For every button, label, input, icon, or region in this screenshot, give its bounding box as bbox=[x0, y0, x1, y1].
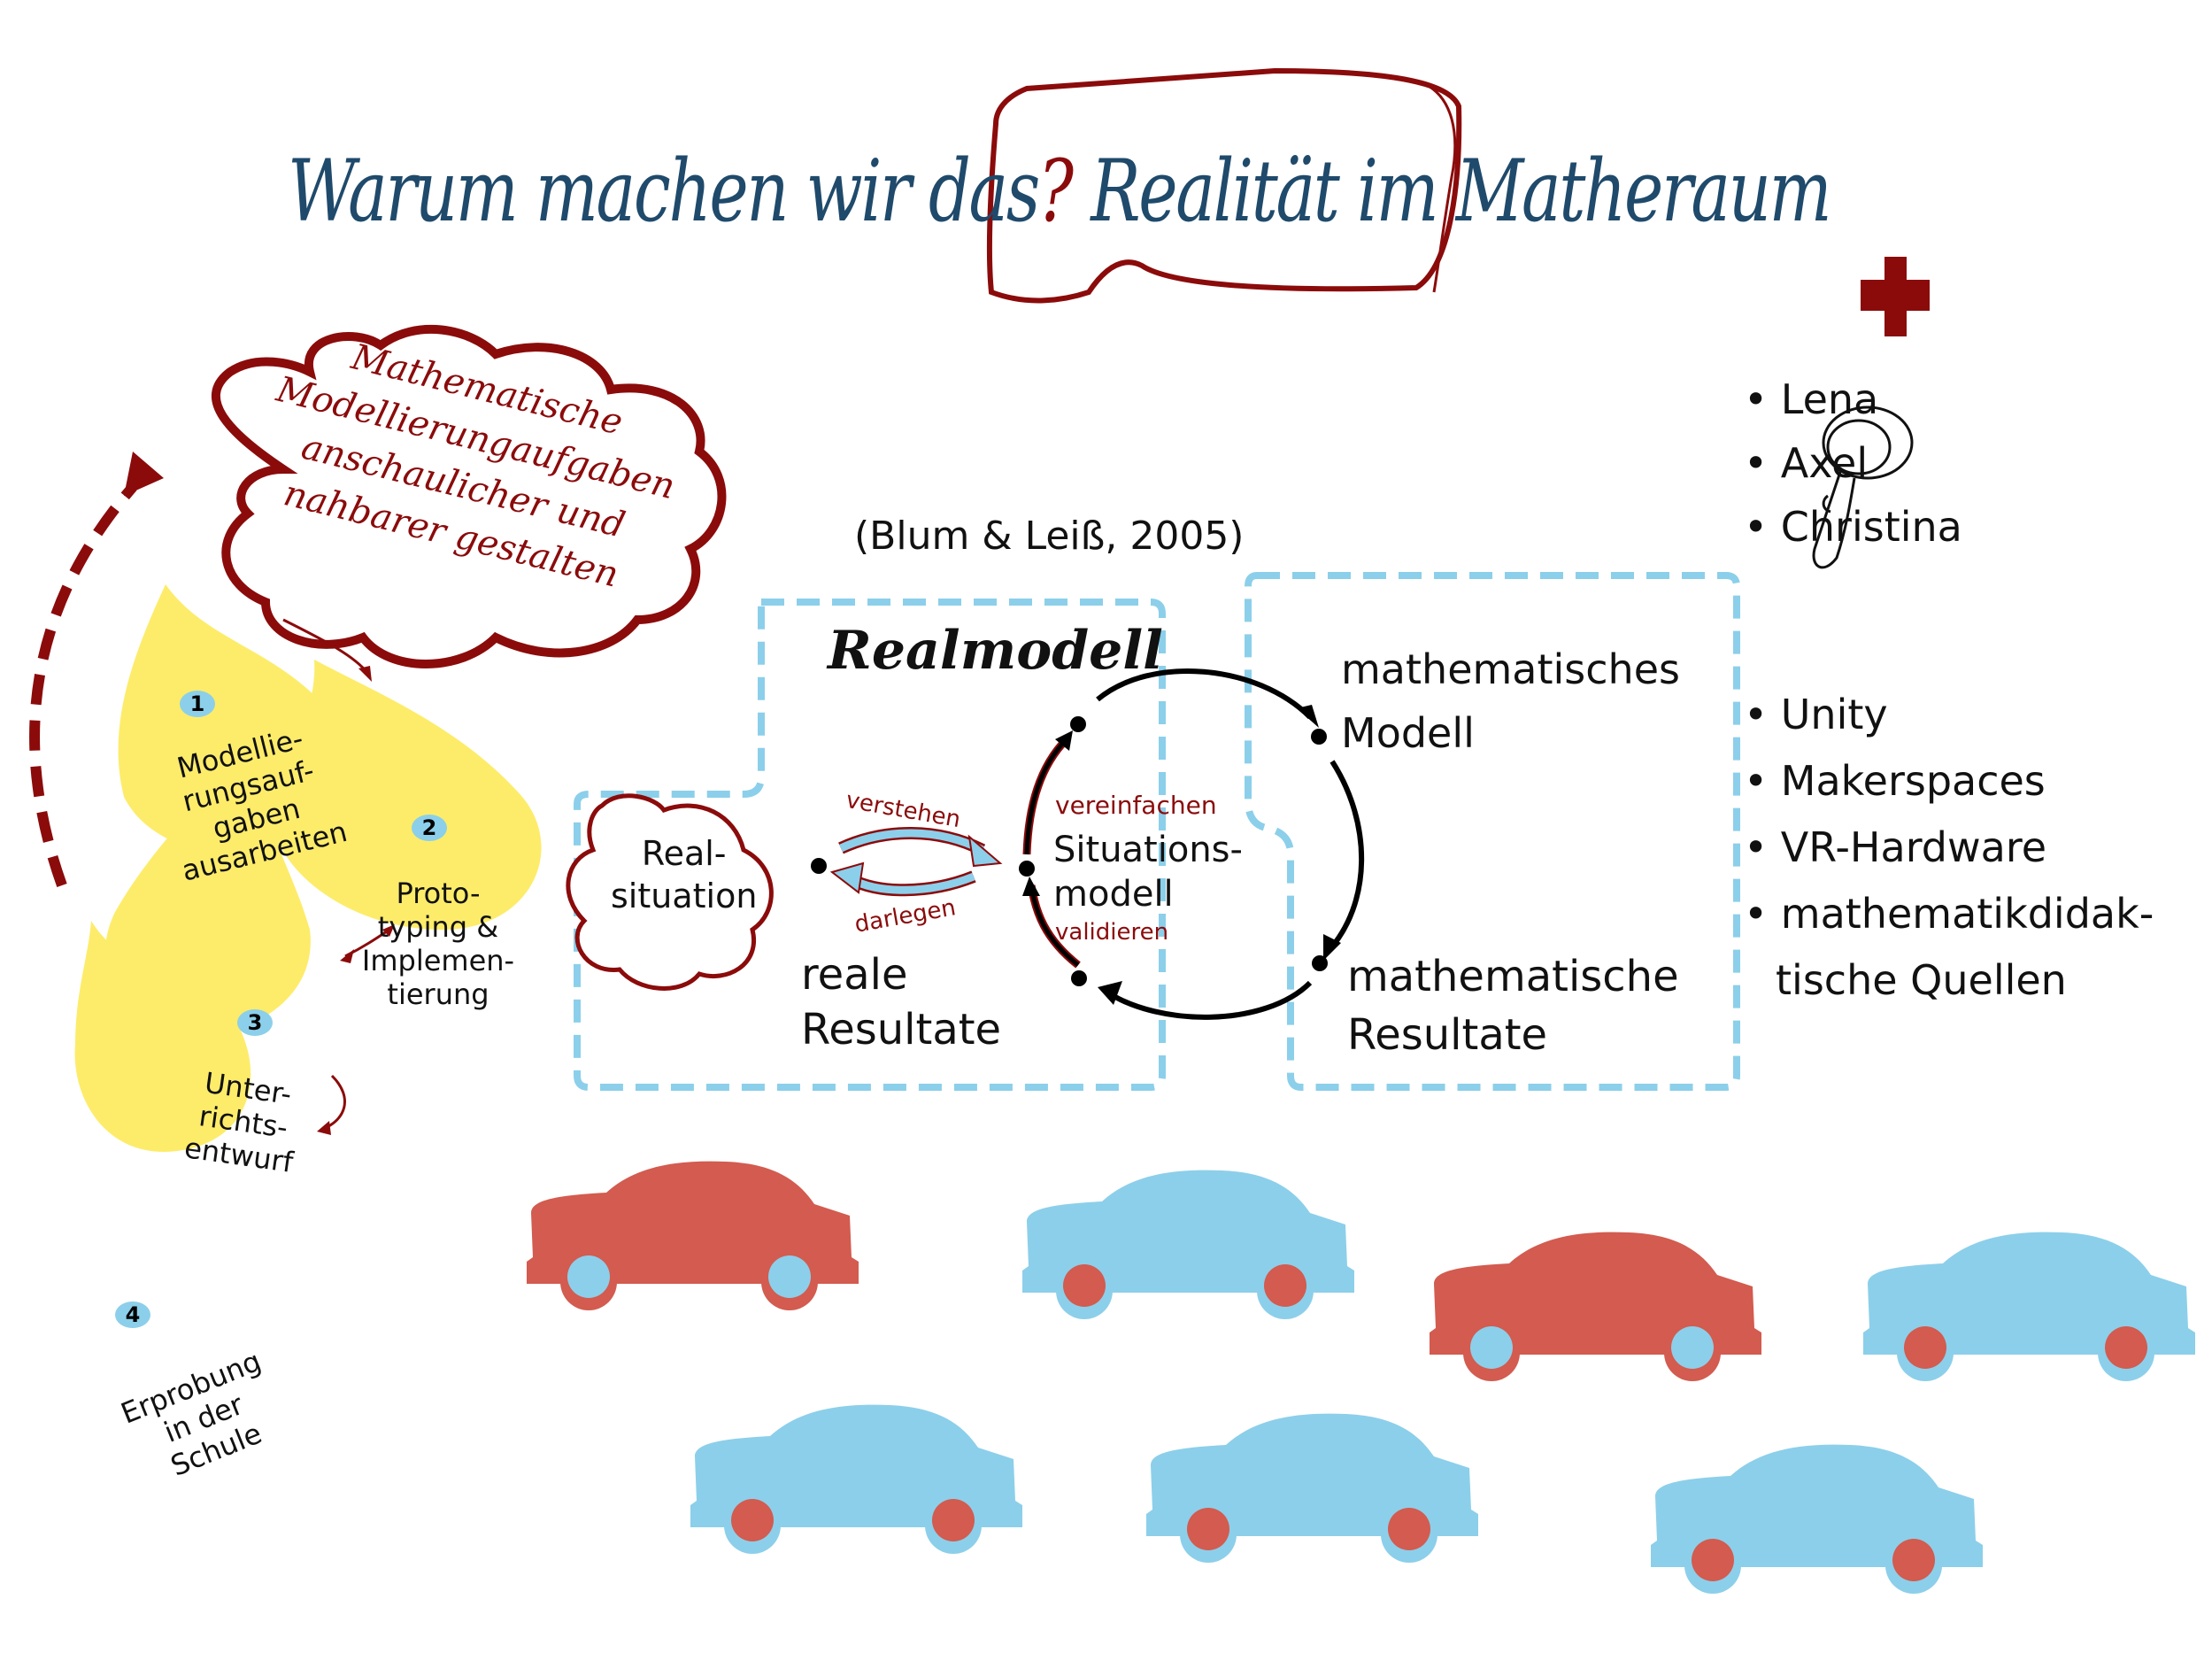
label-line: mathematische bbox=[1347, 952, 1679, 1001]
math-world-region bbox=[1245, 572, 1740, 1091]
realsituation-label: Real- situation bbox=[611, 832, 757, 917]
cycle-arrow bbox=[29, 483, 137, 888]
label-line: Modell bbox=[1341, 709, 1475, 757]
step-line: tierung bbox=[387, 977, 489, 1011]
validate-label: validieren bbox=[1055, 919, 1169, 946]
title-highlight: das bbox=[928, 142, 1040, 241]
wheel bbox=[1671, 1326, 1714, 1369]
wheel bbox=[768, 1255, 811, 1298]
math-modell-label: mathematisches Modell bbox=[1341, 637, 1680, 765]
step-line: typing & bbox=[377, 910, 499, 944]
step-3-number: 3 bbox=[237, 1009, 273, 1036]
resources-list: • Unity • Makerspaces • VR-Hardware • ma… bbox=[1744, 682, 2154, 1014]
wheel bbox=[1892, 1539, 1935, 1581]
situationsmodell-label: Situations- modell bbox=[1053, 828, 1243, 916]
drop-step-3 bbox=[104, 748, 311, 1036]
real-world-region bbox=[574, 599, 1166, 1091]
label-line: Situations- bbox=[1053, 830, 1243, 870]
step-2-number: 2 bbox=[412, 815, 447, 841]
list-item: • Makerspaces bbox=[1744, 757, 2046, 805]
mathematize-arrow bbox=[1096, 668, 1313, 720]
list-item: Christina bbox=[1744, 495, 1962, 559]
title-question-mark: ? bbox=[1037, 142, 1074, 241]
wheel bbox=[1692, 1539, 1734, 1581]
car-icon bbox=[690, 1404, 1022, 1554]
label-line: modell bbox=[1053, 874, 1174, 915]
drop-step-4 bbox=[74, 921, 251, 1152]
wheel bbox=[1063, 1264, 1106, 1307]
label-line: mathematisches bbox=[1341, 645, 1680, 693]
list-item: Axel bbox=[1744, 431, 1962, 495]
car-icon bbox=[1146, 1413, 1478, 1563]
realsituation-cloud bbox=[566, 793, 774, 991]
simplify-label: vereinfachen bbox=[1055, 791, 1217, 820]
list-item: • mathematikdidak- bbox=[1744, 890, 2154, 938]
list-item: • Unity bbox=[1744, 691, 1888, 738]
label-line: Real- bbox=[641, 834, 727, 873]
wheel bbox=[932, 1499, 975, 1541]
car-icon bbox=[1430, 1232, 1761, 1381]
wheel bbox=[567, 1255, 610, 1298]
list-item: Lena bbox=[1744, 367, 1962, 431]
drop-step-2 bbox=[273, 660, 542, 930]
highlight-scribble bbox=[986, 67, 1462, 304]
work-math-arrow bbox=[1325, 760, 1365, 954]
cycle-arrowhead bbox=[124, 452, 164, 496]
step-1-number: 1 bbox=[180, 691, 215, 717]
realmodell-title: Realmodell bbox=[828, 620, 1163, 682]
list-item-continued: tische Quellen bbox=[1776, 956, 2067, 1004]
car-icon bbox=[1022, 1170, 1354, 1319]
plus-icon bbox=[1861, 257, 1930, 336]
label-line: reale bbox=[801, 950, 908, 1000]
interpret-arrow bbox=[1105, 980, 1313, 1020]
model-nodes bbox=[811, 716, 1328, 986]
wheel bbox=[731, 1499, 774, 1541]
wheel bbox=[2105, 1326, 2147, 1369]
step-line: Proto- bbox=[396, 877, 481, 910]
wheel bbox=[1904, 1326, 1946, 1369]
page-title: Warum machen wir das? Realität im Mather… bbox=[288, 142, 1832, 241]
wheel bbox=[1388, 1508, 1430, 1550]
wheel bbox=[1187, 1508, 1229, 1550]
people-list: Lena Axel Christina bbox=[1744, 367, 1962, 559]
car-icon bbox=[1651, 1444, 1983, 1594]
wheel bbox=[1264, 1264, 1306, 1307]
list-item: • VR-Hardware bbox=[1744, 823, 2047, 871]
step-2-label: Proto- typing & Implemen- tierung bbox=[336, 877, 540, 1011]
label-line: Resultate bbox=[801, 1005, 1002, 1054]
step-4-number: 4 bbox=[115, 1302, 150, 1328]
citation: (Blum & Leiß, 2005) bbox=[854, 514, 1245, 559]
title-part-1: Warum machen wir bbox=[288, 142, 929, 241]
math-resultate-label: mathematische Resultate bbox=[1347, 947, 1679, 1064]
label-line: situation bbox=[611, 877, 758, 915]
reale-resultate-label: reale Resultate bbox=[801, 947, 1001, 1057]
title-part-2: Realität im Matheraum bbox=[1071, 142, 1831, 241]
label-line: Resultate bbox=[1347, 1010, 1548, 1060]
step-line: Implemen- bbox=[361, 944, 515, 977]
car-icon bbox=[527, 1161, 859, 1310]
goal-cloud-shape bbox=[211, 324, 727, 668]
car-icon bbox=[1863, 1232, 2195, 1381]
wheel bbox=[1470, 1326, 1513, 1369]
